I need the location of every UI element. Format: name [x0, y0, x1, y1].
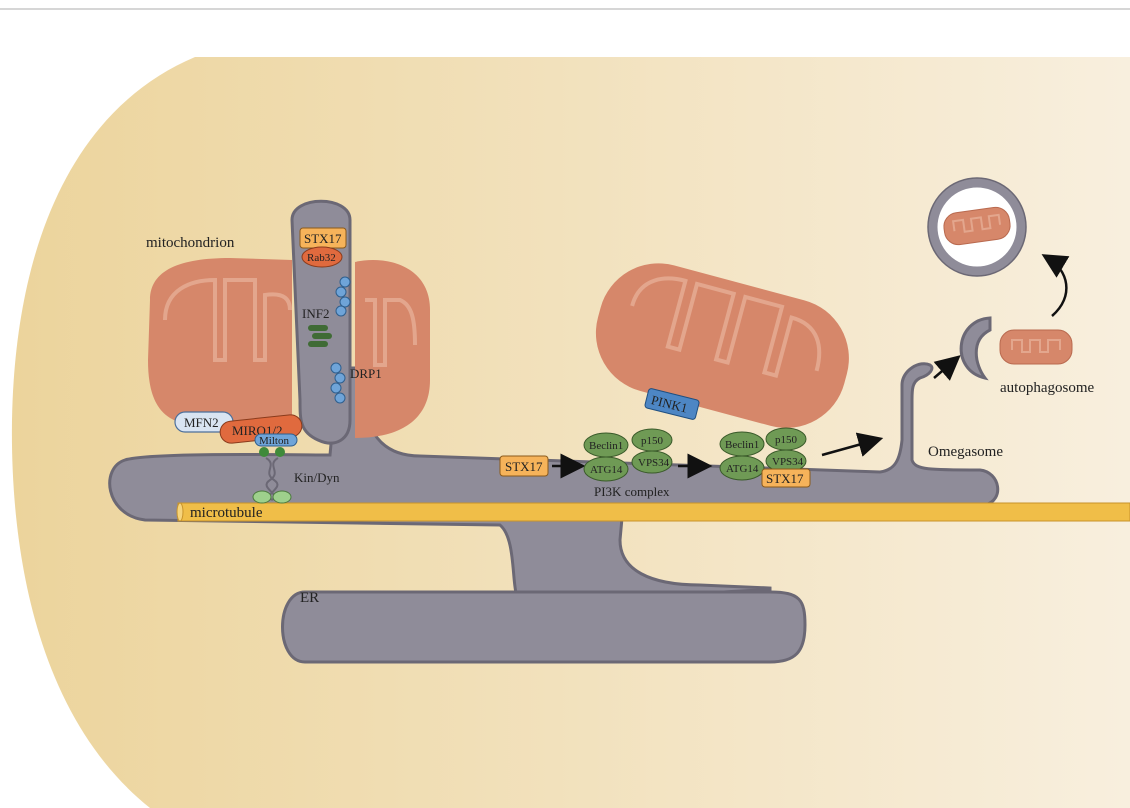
mito-right-lobe	[355, 260, 430, 438]
microtubule: microtubule	[177, 503, 1130, 521]
cell-cytoplasm	[12, 57, 1130, 808]
inf2-bar	[312, 333, 332, 339]
pi3k-complex-label: PI3K complex	[594, 484, 670, 499]
drp1-bead	[340, 297, 350, 307]
motor-head	[259, 447, 269, 457]
motor-foot	[253, 491, 271, 503]
drp1-bead	[336, 306, 346, 316]
vps34-label: VPS34	[772, 456, 804, 468]
beclin1-label: Beclin1	[589, 440, 623, 452]
mito-body	[1000, 330, 1072, 364]
atg14-label: ATG14	[726, 463, 759, 475]
p150-label: p150	[775, 434, 798, 446]
stx17-mid-label: STX17	[505, 459, 543, 474]
microtubule-bar	[178, 503, 1130, 521]
drp1-bead	[340, 277, 350, 287]
drp1-bead	[335, 393, 345, 403]
drp1-bead	[331, 383, 341, 393]
motor-head	[275, 447, 285, 457]
inf2-bar	[308, 325, 328, 331]
rab32-label: Rab32	[307, 252, 336, 264]
stx17-top-label: STX17	[304, 231, 342, 246]
motor-foot	[273, 491, 291, 503]
drp1-bead	[335, 373, 345, 383]
inf2-bar	[308, 341, 328, 347]
beclin1-label: Beclin1	[725, 439, 759, 451]
stx17-bottom-label: STX17	[766, 471, 804, 486]
mitochondrion-label: mitochondrion	[146, 235, 235, 251]
microtubule-label: microtubule	[190, 505, 263, 521]
vps34-label: VPS34	[638, 457, 670, 469]
mito-left-lobe	[148, 258, 292, 425]
small-mitochondrion	[1000, 330, 1072, 364]
atg14-label: ATG14	[590, 464, 623, 476]
mfn2-label: MFN2	[184, 415, 219, 430]
mitochondrion-dividing	[148, 258, 430, 438]
autophagosome	[928, 178, 1026, 276]
drp1-label: DRP1	[350, 366, 382, 381]
p150-label: p150	[641, 435, 664, 447]
drp1-bead	[331, 363, 341, 373]
kin-dyn-label: Kin/Dyn	[294, 470, 340, 485]
autophagosome-label: autophagosome	[1000, 380, 1094, 396]
microtubule-end	[177, 503, 183, 521]
omegasome-label: Omegasome	[928, 444, 1003, 460]
milton-label: Milton	[259, 435, 289, 447]
er-lower-sheet	[283, 592, 806, 662]
drp1-bead	[336, 287, 346, 297]
inf2-label: INF2	[302, 306, 329, 321]
er-label: ER	[300, 590, 319, 606]
